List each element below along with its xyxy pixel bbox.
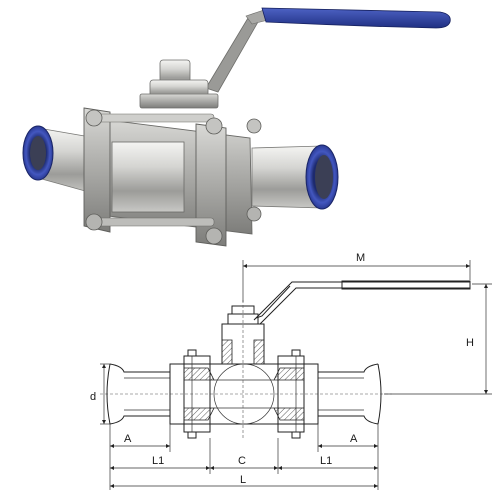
dimension-drawing: M H d A A L1 C (90, 252, 492, 490)
dimension-l1-right: L1 (278, 452, 379, 490)
drawing-body (169, 349, 319, 439)
label-l: L (240, 474, 246, 486)
stem-assembly (139, 59, 219, 109)
drawing-stem (221, 285, 291, 440)
drawing-handle (253, 280, 471, 325)
dimension-l: L (109, 474, 378, 490)
label-d: d (90, 391, 96, 403)
label-a-right: A (350, 433, 358, 445)
label-h: H (466, 337, 474, 349)
dimension-d: d (90, 363, 110, 425)
label-c: C (238, 455, 246, 467)
valve-body (83, 107, 253, 247)
dimension-l1-left: L1 (109, 438, 211, 474)
dimension-c: C (210, 438, 279, 474)
ball-valve-photo (22, 7, 451, 247)
dimension-a-right: A (317, 424, 379, 452)
handle-lever (205, 9, 269, 93)
label-l1-right: L1 (320, 455, 332, 467)
label-m: M (356, 252, 365, 264)
dimension-m: M (242, 252, 471, 302)
dimension-a-left: A (109, 424, 171, 452)
right-press-fitting (251, 144, 339, 210)
label-l1-left: L1 (152, 455, 164, 467)
dimension-h: H (384, 283, 492, 395)
body-bolts (85, 109, 262, 245)
label-a-left: A (124, 433, 132, 445)
left-press-fitting (22, 125, 97, 195)
handle-grip (261, 7, 451, 29)
